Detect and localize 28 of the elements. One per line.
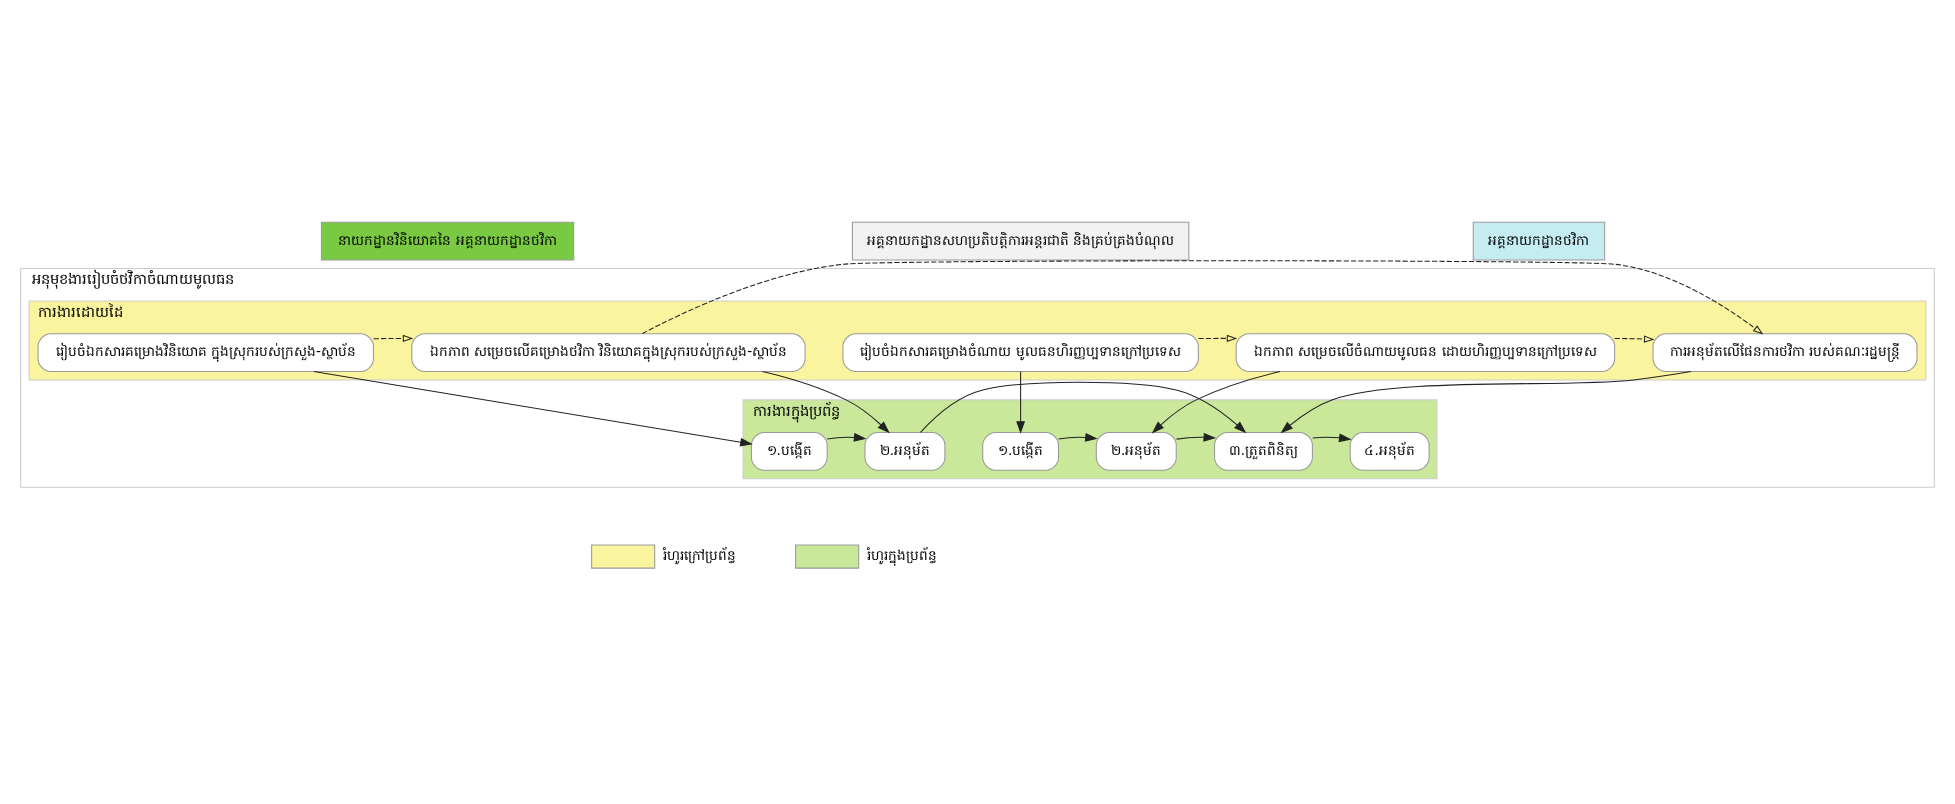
- legend-label: រំហូរក្នុងប្រព័ន្ធ: [867, 547, 938, 564]
- arrow: [313, 371, 753, 447]
- node-box: នាយកដ្ឋានវិនិយោគនៃ អគ្គនាយកដ្ឋានថវិកា: [320, 221, 575, 261]
- node-box: ២.អនុម័ត: [864, 431, 946, 471]
- arrow: [1614, 335, 1655, 343]
- arrow: [1197, 334, 1238, 343]
- node-box: អគ្គនាយកដ្ឋានថវិកា: [1472, 221, 1606, 261]
- node-box: អគ្គនាយកដ្ឋានសហប្រតិបត្តិការអន្តរជាតិ និងគ្រប់គ្រងបំណុល: [851, 221, 1190, 261]
- node-box: ៣.ត្រួតពិនិត្យ: [1214, 431, 1313, 471]
- node-box: ឯកភាព សម្រេចលើចំណាយមូលធន ដោយហិរញ្ញប្បទានក្រៅប្រទេស: [1235, 333, 1616, 373]
- arrow: [641, 260, 1764, 335]
- arrow: [1280, 371, 1692, 434]
- node-box: រៀបចំឯកសារគម្រោងចំណាយ មូលធនហិរញ្ញប្បទានក្រៅប្រទេស: [842, 333, 1199, 373]
- legend-label: រំហូរក្រៅប្រព័ន្ធ: [663, 547, 737, 564]
- arrow: [373, 334, 414, 343]
- node-box: ៤.អនុម័ត: [1349, 431, 1430, 471]
- node-box: ឯកភាព សម្រេចលើគម្រោងថវិកា វិនិយោគក្នុងស្រុករបស់ក្រសួង-ស្ថាប័ន: [411, 333, 806, 373]
- node-box: ២.អនុម័ត: [1095, 431, 1177, 471]
- node-box: រៀបចំឯកសារគម្រោងវិនិយោគ ក្នុងស្រុករបស់ក្រសួង-ស្ថាប័ន: [37, 333, 374, 373]
- arrow: [1176, 432, 1217, 442]
- node-box: ១.បង្កើត: [750, 431, 828, 471]
- arrow: [826, 433, 867, 442]
- arrow: [1058, 433, 1098, 442]
- arrow: [1016, 371, 1026, 434]
- arrow: [919, 381, 1247, 434]
- node-box: ការអនុម័តលើផែនការថវិកា របស់គណៈរដ្ឋមន្ត្រី: [1652, 333, 1918, 373]
- node-box: ១.បង្កើត: [982, 431, 1059, 471]
- arrow: [1312, 433, 1352, 443]
